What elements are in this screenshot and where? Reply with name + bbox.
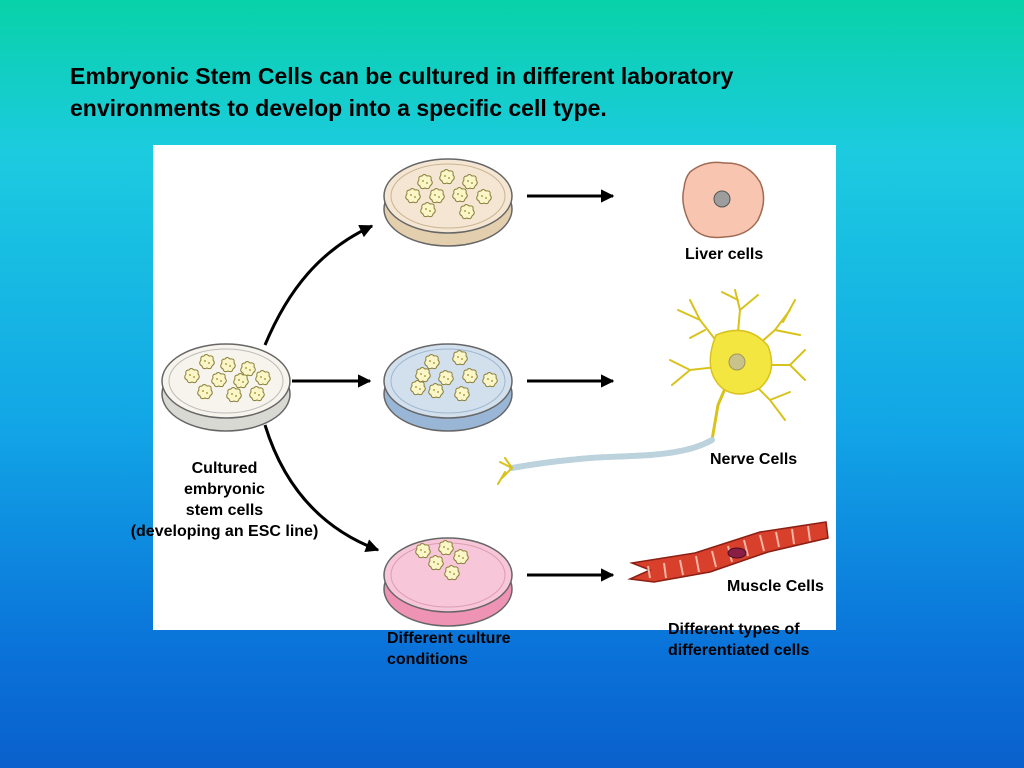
title-line-2: environments to develop into a specific … — [70, 95, 607, 121]
source-label-line-2: embryonic — [184, 481, 265, 498]
conditions-label-line-1: Different culture — [387, 630, 511, 647]
liver-cell-icon — [682, 161, 765, 239]
muscle-cell-icon — [627, 521, 829, 583]
title-line-1: Embryonic Stem Cells can be cultured in … — [70, 63, 734, 89]
source-label-line-3: stem cells — [185, 502, 264, 519]
source-cells-label: Cultured embryonic stem cells (developin… — [102, 458, 347, 542]
slide-title: Embryonic Stem Cells can be cultured in … — [70, 60, 950, 124]
source-petri-dish — [161, 343, 291, 432]
conditions-label-line-2: conditions — [387, 651, 468, 668]
liver-cells-label: Liver cells — [685, 246, 764, 263]
differentiated-label-line-1: Different types of — [668, 621, 800, 638]
muscle-culture-petri-dish — [383, 537, 513, 627]
culture-conditions-label: Different culture conditions — [387, 628, 511, 670]
arrow-to-muscle-dish — [263, 424, 380, 553]
liver-culture-petri-dish — [383, 158, 513, 247]
nerve-culture-petri-dish — [383, 343, 513, 432]
source-label-line-4: (developing an ESC line) — [130, 523, 319, 540]
source-label-line-1: Cultured — [191, 460, 258, 477]
nerve-cells-label: Nerve Cells — [710, 451, 798, 468]
arrow-to-liver-dish — [263, 224, 374, 346]
differentiated-label-line-2: differentiated cells — [668, 642, 810, 659]
muscle-cells-label: Muscle Cells — [727, 578, 824, 595]
differentiated-cells-label: Different types of differentiated cells — [668, 619, 809, 661]
nerve-cell-icon — [497, 289, 806, 485]
